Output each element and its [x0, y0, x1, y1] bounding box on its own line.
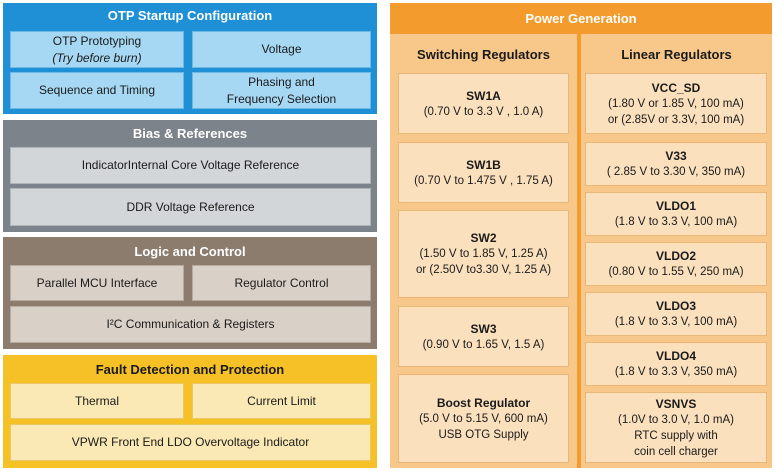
regulator-name: SW3 [470, 321, 497, 336]
regulator-box: VLDO4 (1.8 V to 3.3 V, 350 mA) [585, 342, 767, 386]
fault-title: Fault Detection and Protection [95, 362, 285, 377]
vpwr-ldo-cell: VPWR Front End LDO Overvoltage Indicator [10, 424, 371, 461]
regulator-spec: USB OTG Supply [438, 428, 529, 441]
otp-phasing-label-2: Frequency Selection [226, 91, 337, 106]
regulator-box: V33 ( 2.85 V to 3.30 V, 350 mA) [585, 142, 767, 186]
regulator-spec: RTC supply with [634, 429, 718, 442]
logic-title: Logic and Control [134, 244, 246, 259]
logic-control-block: Logic and Control Parallel MCU Interface… [3, 237, 377, 349]
thermal-cell: Thermal [10, 383, 184, 419]
regulator-spec: (5.0 V to 5.15 V, 600 mA) [419, 412, 548, 425]
regulator-name: SW1B [466, 157, 501, 172]
regulator-spec: or (2.50V to3.30 V, 1.25 A) [415, 264, 552, 276]
switching-regulators-column: Switching Regulators SW1A (0.70 V to 3.3 … [390, 34, 577, 468]
bias-references-block: Bias & References IndicatorInternal Core… [3, 120, 377, 232]
regulator-name: VLDO1 [655, 199, 696, 213]
ddr-reference-label: DDR Voltage Reference [126, 199, 255, 214]
regulator-box: Boost Regulator (5.0 V to 5.15 V, 600 mA)… [398, 374, 569, 463]
current-limit-cell: Current Limit [192, 383, 371, 419]
otp-voltage-cell: Voltage [192, 31, 371, 68]
otp-prototyping-label: OTP Prototyping [52, 33, 142, 48]
regulator-box: VSNVS (1.0V to 3.0 V, 1.0 mA) RTC supply w… [585, 392, 767, 463]
internal-core-reference-label: IndicatorInternal Core Voltage Reference [81, 158, 300, 172]
regulator-spec: ( 2.85 V to 3.30 V, 350 mA) [606, 166, 746, 178]
otp-sequence-label: Sequence and Timing [38, 83, 156, 97]
regulator-name: VCC_SD [651, 80, 701, 95]
regulator-name: VLDO3 [655, 299, 696, 313]
otp-prototyping-cell: OTP Prototyping (Try before burn) [10, 31, 184, 68]
otp-phasing-label-1: Phasing and [248, 74, 315, 89]
regulator-box: VLDO2 (0.80 V to 1.55 V, 250 mA) [585, 242, 767, 286]
regulator-name: SW2 [470, 231, 497, 245]
regulator-box: VLDO1 (1.8 V to 3.3 V, 100 mA) [585, 192, 767, 236]
regulator-name: V33 [665, 149, 687, 163]
mcu-interface-cell: Parallel MCU Interface [10, 265, 184, 301]
regulator-spec: (1.80 V or 1.85 V, 100 mA) [608, 97, 744, 110]
regulator-control-label: Regulator Control [234, 275, 329, 290]
otp-prototyping-note: (Try before burn) [52, 50, 142, 65]
linear-regulators-column: Linear Regulators VCC_SD (1.80 V or 1.85 … [581, 34, 772, 468]
linear-regulators-title: Linear Regulators [621, 47, 732, 62]
regulator-spec: coin cell charger [634, 445, 718, 458]
regulator-spec: (0.70 V to 1.475 V , 1.75 A) [414, 174, 553, 187]
regulator-spec: (1.8 V to 3.3 V, 350 mA) [614, 366, 738, 378]
i2c-communication-cell: I²C Communication & Registers [10, 306, 371, 343]
regulator-box: VCC_SD (1.80 V or 1.85 V, 100 mA) or (2.85… [585, 73, 767, 134]
regulator-name: SW1A [466, 88, 501, 103]
otp-title: OTP Startup Configuration [107, 8, 273, 23]
regulator-spec: (0.70 V to 3.3 V , 1.0 A) [423, 105, 544, 118]
regulator-spec: (1.50 V to 1.85 V, 1.25 A) [419, 248, 548, 260]
ddr-reference-cell: DDR Voltage Reference [10, 188, 371, 226]
otp-sequence-cell: Sequence and Timing [10, 72, 184, 109]
otp-phasing-cell: Phasing and Frequency Selection [192, 72, 371, 109]
regulator-box: VLDO3 (1.8 V to 3.3 V, 100 mA) [585, 292, 767, 336]
regulator-control-cell: Regulator Control [192, 265, 371, 301]
regulator-name: VSNVS [655, 396, 697, 411]
mcu-interface-label: Parallel MCU Interface [36, 275, 158, 290]
current-limit-label: Current Limit [247, 393, 316, 408]
i2c-communication-label: I²C Communication & Registers [106, 317, 275, 331]
internal-core-reference-cell: IndicatorInternal Core Voltage Reference [10, 147, 371, 184]
fault-detection-block: Fault Detection and Protection Thermal C… [3, 355, 377, 468]
regulator-name: VLDO2 [655, 249, 696, 263]
vpwr-ldo-label: VPWR Front End LDO Overvoltage Indicator [71, 435, 310, 449]
regulator-spec: (0.80 V to 1.55 V, 250 mA) [608, 266, 744, 278]
regulator-spec: (0.90 V to 1.65 V, 1.5 A) [422, 338, 545, 351]
switching-regulators-title: Switching Regulators [417, 47, 550, 62]
regulator-name: Boost Regulator [436, 395, 531, 410]
regulator-spec: (1.8 V to 3.3 V, 100 mA) [614, 316, 738, 328]
otp-voltage-label: Voltage [261, 42, 302, 56]
regulator-box: SW1B (0.70 V to 1.475 V , 1.75 A) [398, 142, 569, 203]
regulator-spec: or (2.85V or 3.3V, 100 mA) [607, 113, 745, 126]
power-generation-block: Power Generation Switching Regulators SW… [390, 3, 772, 468]
regulator-spec: (1.0V to 3.0 V, 1.0 mA) [618, 413, 734, 426]
thermal-label: Thermal [74, 393, 119, 408]
regulator-name: VLDO4 [655, 349, 696, 363]
regulator-box: SW3 (0.90 V to 1.65 V, 1.5 A) [398, 306, 569, 367]
regulator-spec: (1.8 V to 3.3 V, 100 mA) [614, 216, 738, 228]
regulator-box: SW2 (1.50 V to 1.85 V, 1.25 A) or (2.50V t… [398, 210, 569, 298]
regulator-box: SW1A (0.70 V to 3.3 V , 1.0 A) [398, 73, 569, 134]
otp-startup-configuration-block: OTP Startup Configuration OTP Prototypin… [3, 3, 377, 114]
power-title: Power Generation [525, 11, 637, 26]
bias-title: Bias & References [132, 126, 248, 141]
